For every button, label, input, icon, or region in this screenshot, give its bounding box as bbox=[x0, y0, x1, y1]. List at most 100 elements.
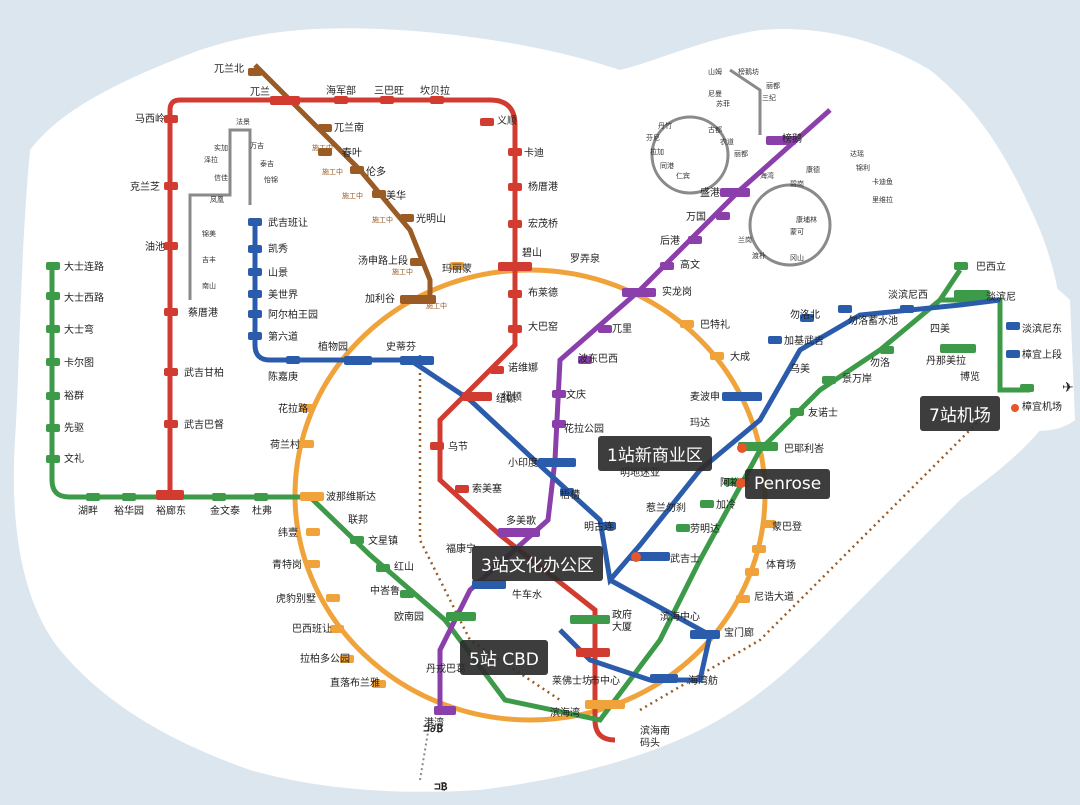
svg-text:樟宜机场: 樟宜机场 bbox=[1022, 400, 1062, 413]
svg-text:三纪: 三纪 bbox=[762, 93, 776, 102]
svg-text:兀兰北: 兀兰北 bbox=[214, 62, 244, 75]
svg-text:汤申路上段: 汤申路上段 bbox=[358, 254, 408, 267]
svg-text:乌美: 乌美 bbox=[790, 362, 810, 375]
svg-text:中峇鲁: 中峇鲁 bbox=[370, 584, 400, 597]
svg-text:小印度: 小印度 bbox=[508, 456, 538, 469]
svg-text:荷兰村: 荷兰村 bbox=[270, 438, 300, 451]
svg-text:大厦: 大厦 bbox=[612, 620, 632, 633]
callout-2-marker bbox=[736, 478, 746, 488]
svg-text:农道: 农道 bbox=[720, 137, 734, 146]
svg-text:加冷: 加冷 bbox=[716, 498, 736, 511]
svg-text:蒙巴登: 蒙巴登 bbox=[772, 520, 802, 533]
svg-text:花拉公园: 花拉公园 bbox=[564, 422, 604, 435]
svg-text:美华: 美华 bbox=[386, 189, 406, 202]
svg-text:丹戎巴葛: 丹戎巴葛 bbox=[426, 662, 466, 675]
svg-text:滨海南: 滨海南 bbox=[640, 724, 670, 737]
svg-text:市中心: 市中心 bbox=[590, 674, 620, 687]
svg-text:丹那美拉: 丹那美拉 bbox=[926, 354, 966, 367]
svg-text:明古连: 明古连 bbox=[584, 520, 614, 533]
svg-text:南山: 南山 bbox=[202, 281, 216, 290]
svg-text:体育场: 体育场 bbox=[766, 558, 796, 571]
svg-text:高文: 高文 bbox=[680, 258, 700, 271]
lrt-north-loop-b bbox=[748, 183, 832, 267]
svg-text:山姆: 山姆 bbox=[708, 67, 722, 76]
callout-airport: 7站机场 bbox=[920, 396, 1000, 431]
svg-text:勿洛: 勿洛 bbox=[870, 356, 890, 369]
svg-text:施工中: 施工中 bbox=[342, 191, 363, 200]
svg-text:古都: 古都 bbox=[708, 125, 722, 134]
svg-text:史蒂芬: 史蒂芬 bbox=[386, 341, 416, 353]
svg-text:联邦: 联邦 bbox=[348, 513, 368, 526]
svg-text:武吉巴督: 武吉巴督 bbox=[184, 418, 224, 431]
svg-text:榜鹅坊: 榜鹅坊 bbox=[738, 67, 759, 76]
svg-text:春叶: 春叶 bbox=[342, 147, 362, 159]
svg-text:杜弗: 杜弗 bbox=[252, 504, 272, 517]
svg-text:光明山: 光明山 bbox=[416, 212, 446, 225]
svg-text:玛丽蒙: 玛丽蒙 bbox=[442, 262, 472, 275]
svg-text:康埔林: 康埔林 bbox=[796, 215, 817, 224]
svg-text:港湾: 港湾 bbox=[424, 716, 444, 729]
svg-text:惹兰勿刹: 惹兰勿刹 bbox=[646, 501, 686, 514]
svg-text:巴西班让: 巴西班让 bbox=[292, 623, 332, 635]
svg-text:实龙岗: 实龙岗 bbox=[662, 285, 692, 298]
svg-text:苏菲: 苏菲 bbox=[716, 99, 730, 108]
svg-text:滨海湾: 滨海湾 bbox=[550, 706, 580, 719]
svg-text:兀兰南: 兀兰南 bbox=[334, 121, 364, 134]
svg-text:施工中: 施工中 bbox=[426, 301, 447, 310]
callout-cbd: 5站 CBD bbox=[460, 640, 548, 675]
svg-text:花拉路: 花拉路 bbox=[278, 402, 308, 415]
svg-text:锦美: 锦美 bbox=[202, 229, 216, 238]
svg-text:杨厝港: 杨厝港 bbox=[528, 180, 558, 193]
svg-text:大巴窑: 大巴窑 bbox=[528, 320, 558, 333]
svg-text:仁宾: 仁宾 bbox=[676, 171, 690, 180]
svg-text:淡滨尼东: 淡滨尼东 bbox=[1022, 322, 1062, 335]
svg-text:武吉甘柏: 武吉甘柏 bbox=[184, 366, 224, 379]
svg-text:榜鹅: 榜鹅 bbox=[782, 132, 802, 145]
svg-text:芬尼: 芬尼 bbox=[646, 133, 660, 142]
svg-text:后港: 后港 bbox=[660, 235, 680, 247]
svg-text:第六道: 第六道 bbox=[268, 330, 298, 343]
svg-text:兀里: 兀里 bbox=[612, 323, 632, 335]
svg-text:伦多: 伦多 bbox=[366, 165, 386, 178]
svg-text:湖畔: 湖畔 bbox=[78, 504, 98, 517]
svg-text:四美: 四美 bbox=[930, 322, 950, 335]
svg-text:义顺: 义顺 bbox=[497, 115, 517, 127]
line-thomson-east-coast bbox=[253, 63, 433, 300]
svg-text:海军部: 海军部 bbox=[326, 84, 356, 97]
svg-text:多美歌: 多美歌 bbox=[506, 514, 536, 527]
svg-text:卡迪: 卡迪 bbox=[524, 146, 544, 159]
svg-text:政府: 政府 bbox=[612, 608, 632, 621]
svg-text:碧岗: 碧岗 bbox=[790, 179, 804, 188]
svg-text:友诺士: 友诺士 bbox=[808, 406, 838, 419]
svg-text:文星镇: 文星镇 bbox=[368, 534, 398, 547]
svg-text:博览: 博览 bbox=[960, 370, 980, 383]
svg-text:虎豹别墅: 虎豹别墅 bbox=[276, 592, 316, 605]
svg-text:怡锦: 怡锦 bbox=[264, 175, 278, 184]
svg-text:泰吉: 泰吉 bbox=[260, 159, 274, 168]
svg-text:纽顿: 纽顿 bbox=[496, 392, 516, 405]
line-east-west bbox=[49, 265, 963, 723]
svg-text:丹竹: 丹竹 bbox=[658, 121, 672, 130]
ferry-icon: ⊐₿ bbox=[434, 780, 448, 793]
svg-text:纬壹: 纬壹 bbox=[278, 526, 298, 539]
svg-text:蒙可: 蒙可 bbox=[790, 227, 804, 236]
svg-text:裕廊东: 裕廊东 bbox=[156, 504, 186, 517]
svg-text:景万岸: 景万岸 bbox=[842, 373, 872, 385]
callout-culture-office-district: 3站文化办公区 bbox=[472, 546, 603, 581]
svg-text:兀兰: 兀兰 bbox=[250, 85, 270, 98]
svg-text:文礼: 文礼 bbox=[64, 452, 84, 465]
svg-text:施工中: 施工中 bbox=[312, 143, 333, 152]
svg-text:康德: 康德 bbox=[806, 165, 820, 174]
line-future-dotted-c bbox=[419, 719, 431, 781]
svg-text:尼曼: 尼曼 bbox=[708, 90, 722, 98]
svg-text:蔡厝港: 蔡厝港 bbox=[188, 306, 218, 319]
svg-text:福康宁: 福康宁 bbox=[446, 542, 476, 555]
svg-text:山景: 山景 bbox=[268, 267, 288, 279]
svg-text:劳明达: 劳明达 bbox=[690, 522, 720, 535]
svg-text:码头: 码头 bbox=[640, 737, 660, 749]
svg-text:宝门廊: 宝门廊 bbox=[724, 626, 754, 639]
svg-text:牛车水: 牛车水 bbox=[512, 588, 542, 601]
svg-text:巴特礼: 巴特礼 bbox=[700, 318, 730, 331]
svg-text:裕华园: 裕华园 bbox=[114, 504, 144, 517]
